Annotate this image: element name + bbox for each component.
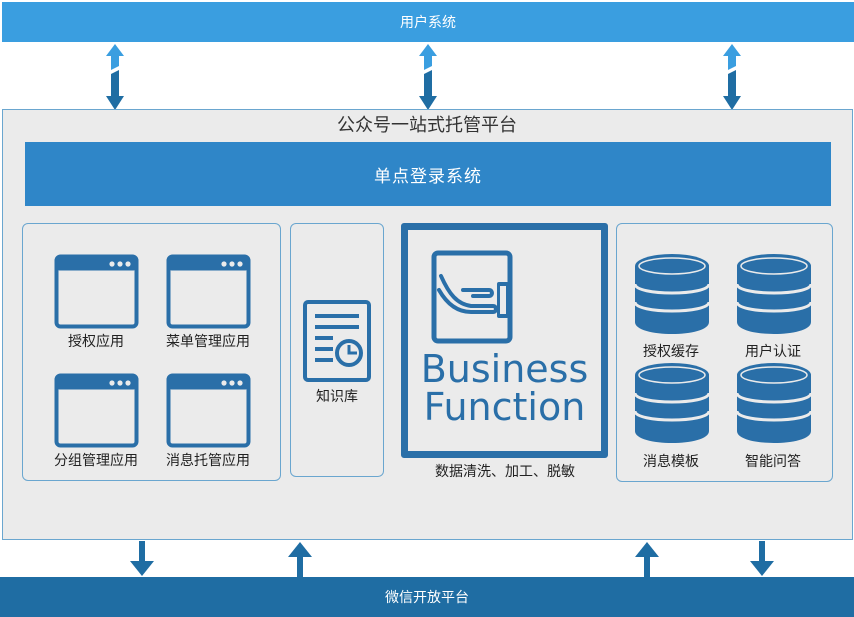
business-icon-wrap — [431, 250, 513, 344]
db-label-user-auth: 用户认证 — [745, 344, 801, 360]
arrow-up-icon — [288, 542, 312, 577]
browser-window-icon — [166, 373, 251, 448]
apps-icons — [54, 254, 251, 448]
database-icon — [735, 361, 813, 445]
arrow-up-icon — [635, 542, 659, 577]
app-label-menu: 菜单管理应用 — [166, 334, 250, 350]
db-label-auth-cache: 授权缓存 — [643, 344, 699, 360]
business-line-1: Business — [420, 347, 589, 391]
top-connectors — [106, 44, 741, 110]
platform-title: 公众号一站式托管平台 — [337, 115, 517, 136]
database-icon — [633, 361, 711, 445]
business-line-2: Function — [423, 385, 586, 429]
bottom-connectors — [130, 541, 774, 577]
bidirectional-arrow-icon — [723, 44, 741, 110]
sso-bar: 单点登录系统 — [25, 142, 831, 206]
arrow-down-icon — [130, 541, 154, 576]
browser-window-icon — [54, 373, 139, 448]
arrow-down-icon — [750, 541, 774, 576]
hand-tablet-icon — [431, 250, 513, 344]
user-system-label: 用户系统 — [400, 15, 456, 31]
browser-window-icon — [166, 254, 251, 329]
wechat-open-platform-label: 微信开放平台 — [385, 590, 469, 606]
database-icon — [633, 252, 711, 336]
business-function-text: Business Function — [401, 350, 608, 426]
bidirectional-arrow-icon — [106, 44, 124, 110]
business-caption: 数据清洗、加工、脱敏 — [435, 464, 575, 480]
app-label-message: 消息托管应用 — [166, 453, 250, 469]
user-system-bar: 用户系统 — [2, 2, 854, 42]
document-chart-icon — [303, 300, 371, 382]
app-label-group: 分组管理应用 — [54, 453, 138, 469]
db-label-smart-qa: 智能问答 — [745, 454, 801, 470]
database-icon — [735, 252, 813, 336]
app-label-auth: 授权应用 — [68, 334, 124, 350]
browser-window-icon — [54, 254, 139, 329]
knowledge-icon-wrap — [303, 300, 371, 382]
db-label-message-template: 消息模板 — [643, 454, 699, 470]
sso-label: 单点登录系统 — [374, 166, 482, 187]
wechat-open-platform-bar: 微信开放平台 — [0, 577, 854, 617]
knowledge-label: 知识库 — [316, 389, 358, 405]
bidirectional-arrow-icon — [419, 44, 437, 110]
